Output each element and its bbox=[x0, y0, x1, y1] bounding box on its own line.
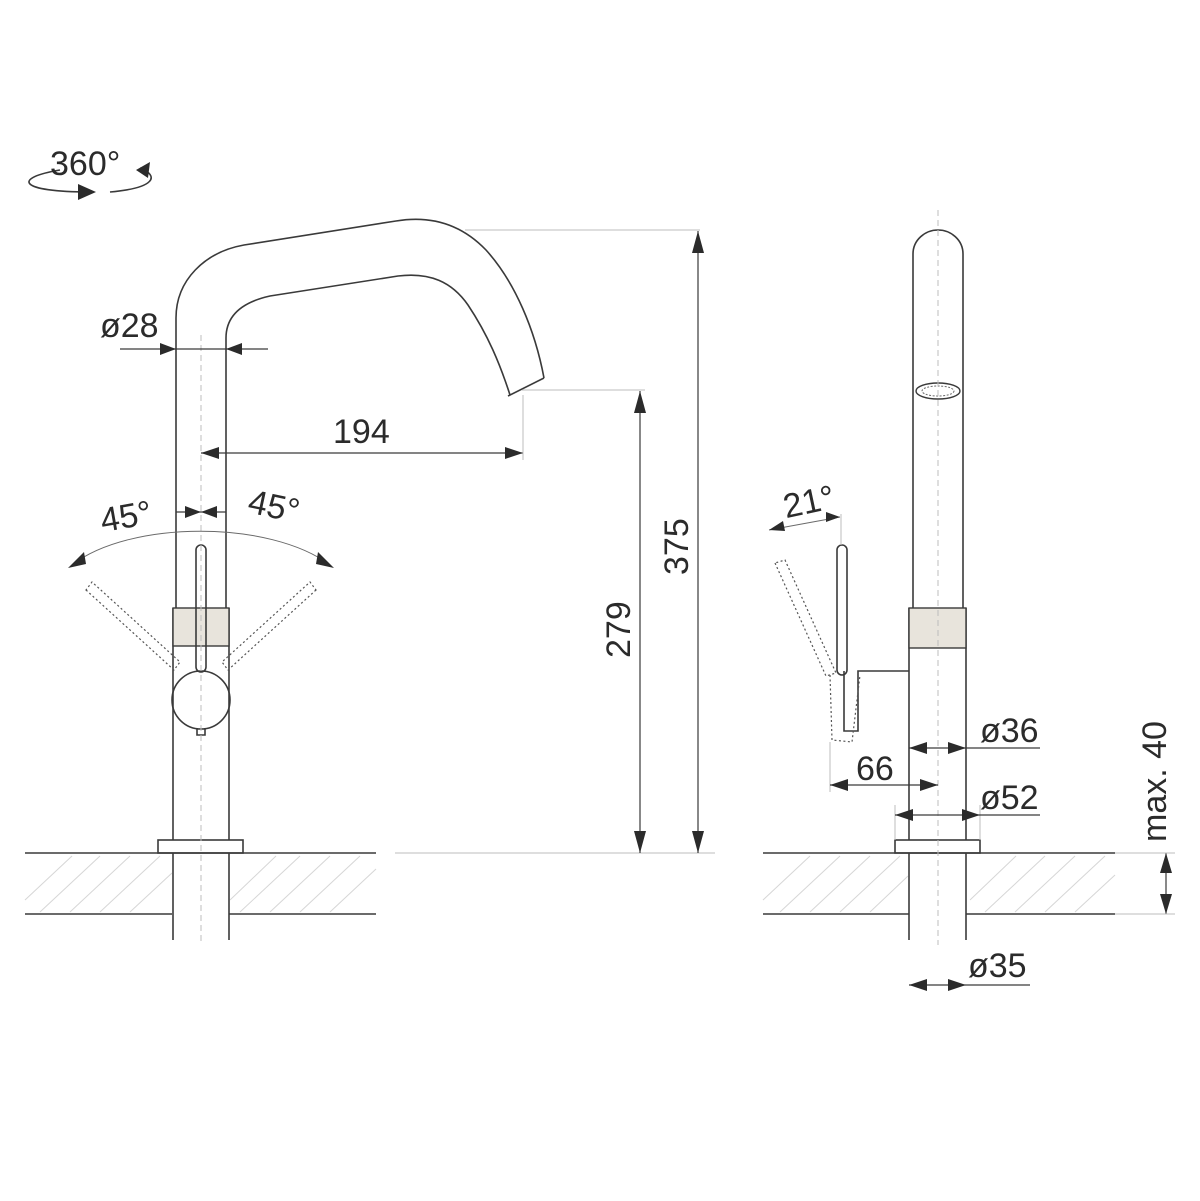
angle-right-label: 45° bbox=[245, 483, 303, 531]
side-view bbox=[762, 210, 1175, 991]
diameter-shank-label: ø35 bbox=[968, 947, 1027, 985]
angle-left-label: 45° bbox=[97, 494, 154, 540]
reach-label: 194 bbox=[333, 413, 390, 451]
diameter-base-label: ø52 bbox=[980, 779, 1039, 817]
front-view bbox=[24, 218, 545, 945]
height-spout-label: 279 bbox=[600, 601, 638, 658]
lever-side-rotated bbox=[774, 559, 861, 743]
height-total-label: 375 bbox=[658, 518, 696, 575]
rotation-label: 360° bbox=[50, 145, 120, 183]
max-thickness-label: max. 40 bbox=[1136, 721, 1174, 842]
diameter-neck-label: ø28 bbox=[100, 307, 159, 345]
rotation-arrow-icon bbox=[28, 162, 152, 200]
countertop-hatch-front bbox=[24, 855, 377, 913]
lever-rotated-left bbox=[85, 581, 181, 671]
countertop-hatch-side bbox=[762, 855, 1116, 913]
handle-depth-label: 66 bbox=[856, 750, 894, 788]
diameter-body-label: ø36 bbox=[980, 712, 1039, 750]
lever-rotated-right bbox=[221, 581, 317, 671]
height-dimensions bbox=[395, 229, 715, 854]
